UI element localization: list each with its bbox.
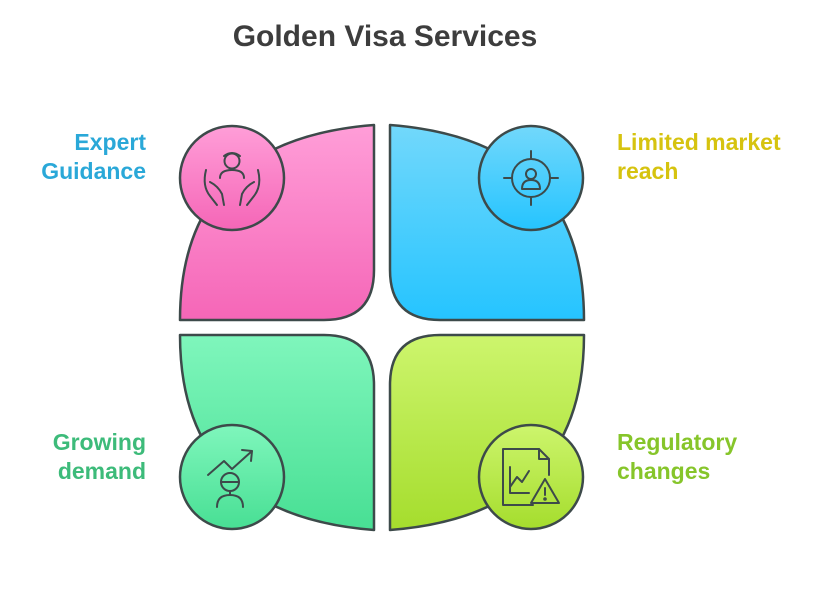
label-expert-guidance: Expert Guidance <box>41 128 146 186</box>
label-line: demand <box>57 458 146 484</box>
label-growing-demand: Growing demand <box>53 428 146 486</box>
petal-growing-demand <box>178 333 376 532</box>
quadrant-growing-demand <box>178 333 376 532</box>
icon-circle-regulatory-changes <box>477 423 585 531</box>
label-line: Growing <box>52 429 146 455</box>
petal-limited-market-reach <box>388 123 586 322</box>
icon-circle-expert-guidance <box>178 124 286 232</box>
label-line: reach <box>617 158 679 184</box>
label-line: Expert <box>74 129 146 155</box>
person-in-hands-icon <box>203 152 261 206</box>
quadrant-limited-market-reach <box>388 123 586 322</box>
icon-circle-growing-demand <box>178 423 286 531</box>
label-line: Limited market <box>617 129 781 155</box>
person-rising-arrow-icon <box>207 449 253 508</box>
label-line: Guidance <box>41 158 146 184</box>
label-line: changes <box>617 458 711 484</box>
document-warning-icon <box>502 448 560 506</box>
label-regulatory-changes: Regulatory changes <box>617 428 737 486</box>
petal-regulatory-changes <box>388 333 586 532</box>
label-line: Regulatory <box>617 429 738 455</box>
petal-expert-guidance <box>178 123 376 322</box>
target-person-icon <box>503 150 559 206</box>
quadrant-expert-guidance <box>178 123 376 322</box>
label-limited-market-reach: Limited market reach <box>617 128 781 186</box>
diagram-title: Golden Visa Services <box>232 20 538 53</box>
quadrant-regulatory-changes <box>388 333 586 532</box>
